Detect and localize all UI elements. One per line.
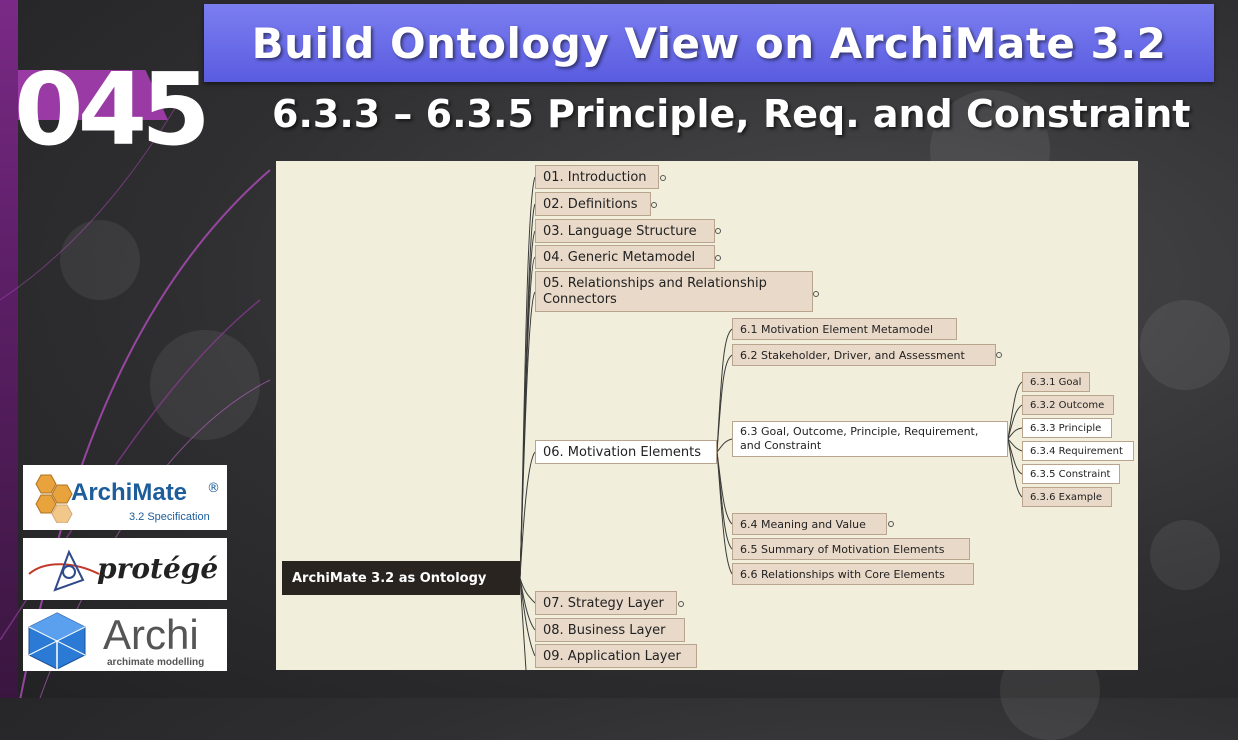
bokeh [1150,520,1220,590]
archi-cube-icon [28,612,86,669]
section-6-3-1[interactable]: 6.3.1 Goal [1022,372,1090,392]
episode-badge-bg [18,70,168,120]
section-6-3-2[interactable]: 6.3.2 Outcome [1022,395,1114,415]
collapse-dot[interactable] [813,291,819,297]
collapse-dot[interactable] [651,202,657,208]
chapter-node-04[interactable]: 04. Generic Metamodel [535,245,715,269]
chapter-node-09[interactable]: 09. Application Layer [535,644,697,668]
archimate-logo-caption: 3.2 Specification [129,511,210,523]
title-banner: Build Ontology View on ArchiMate 3.2 [204,4,1214,82]
chapter-node-08[interactable]: 08. Business Layer [535,618,685,642]
chapter-node-03[interactable]: 03. Language Structure [535,219,715,243]
motivation-child-6-1[interactable]: 6.1 Motivation Element Metamodel [732,318,957,340]
page-subtitle: 6.3.3 – 6.3.5 Principle, Req. and Constr… [272,92,1191,136]
collapse-dot[interactable] [678,601,684,607]
chapter-node-05[interactable]: 05. Relationships and Relationship Conne… [535,271,813,312]
section-6-3-6[interactable]: 6.3.6 Example [1022,487,1112,507]
collapse-dot[interactable] [660,175,666,181]
archi-logo-text: Archi [103,611,199,658]
bokeh [1140,300,1230,390]
bokeh [60,220,140,300]
left-accent-strip [0,0,18,698]
motivation-child-6-4[interactable]: 6.4 Meaning and Value [732,513,887,535]
archi-logo-caption: archimate modelling [107,657,205,668]
episode-number: 045 [14,51,211,168]
section-6-3-5[interactable]: 6.3.5 Constraint [1022,464,1120,484]
motivation-child-6-2[interactable]: 6.2 Stakeholder, Driver, and Assessment [732,344,996,366]
archi-logo: Archi archimate modelling [23,609,227,671]
chapter-node-06[interactable]: 06. Motivation Elements [535,440,717,464]
mindmap-canvas: 01. Introduction 02. Definitions 03. Lan… [276,161,1138,670]
motivation-child-6-5[interactable]: 6.5 Summary of Motivation Elements [732,538,970,560]
chapter-node-01[interactable]: 01. Introduction [535,165,659,189]
archimate-logo-text: ArchiMate [71,479,188,506]
collapse-dot[interactable] [715,228,721,234]
mindmap-root-node[interactable]: ArchiMate 3.2 as Ontology [282,561,520,595]
chapter-node-02[interactable]: 02. Definitions [535,192,651,216]
collapse-dot[interactable] [715,255,721,261]
protege-swirl-icon [28,549,100,592]
hexagon-icon [35,474,73,523]
protege-logo-text: protégé [97,552,219,585]
protege-logo: protégé [23,538,227,600]
motivation-child-6-3[interactable]: 6.3 Goal, Outcome, Principle, Requiremen… [732,421,1008,457]
mindmap-connectors [519,176,1023,670]
chapter-node-07[interactable]: 07. Strategy Layer [535,591,677,615]
registered-mark: ® [207,481,220,496]
collapse-dot[interactable] [996,352,1002,358]
bokeh [150,330,260,440]
archimate-logo: ArchiMate ® 3.2 Specification [23,465,227,530]
page-title: Build Ontology View on ArchiMate 3.2 [251,18,1167,68]
section-6-3-4[interactable]: 6.3.4 Requirement [1022,441,1134,461]
collapse-dot[interactable] [888,521,894,527]
motivation-child-6-6[interactable]: 6.6 Relationships with Core Elements [732,563,974,585]
section-6-3-3[interactable]: 6.3.3 Principle [1022,418,1112,438]
